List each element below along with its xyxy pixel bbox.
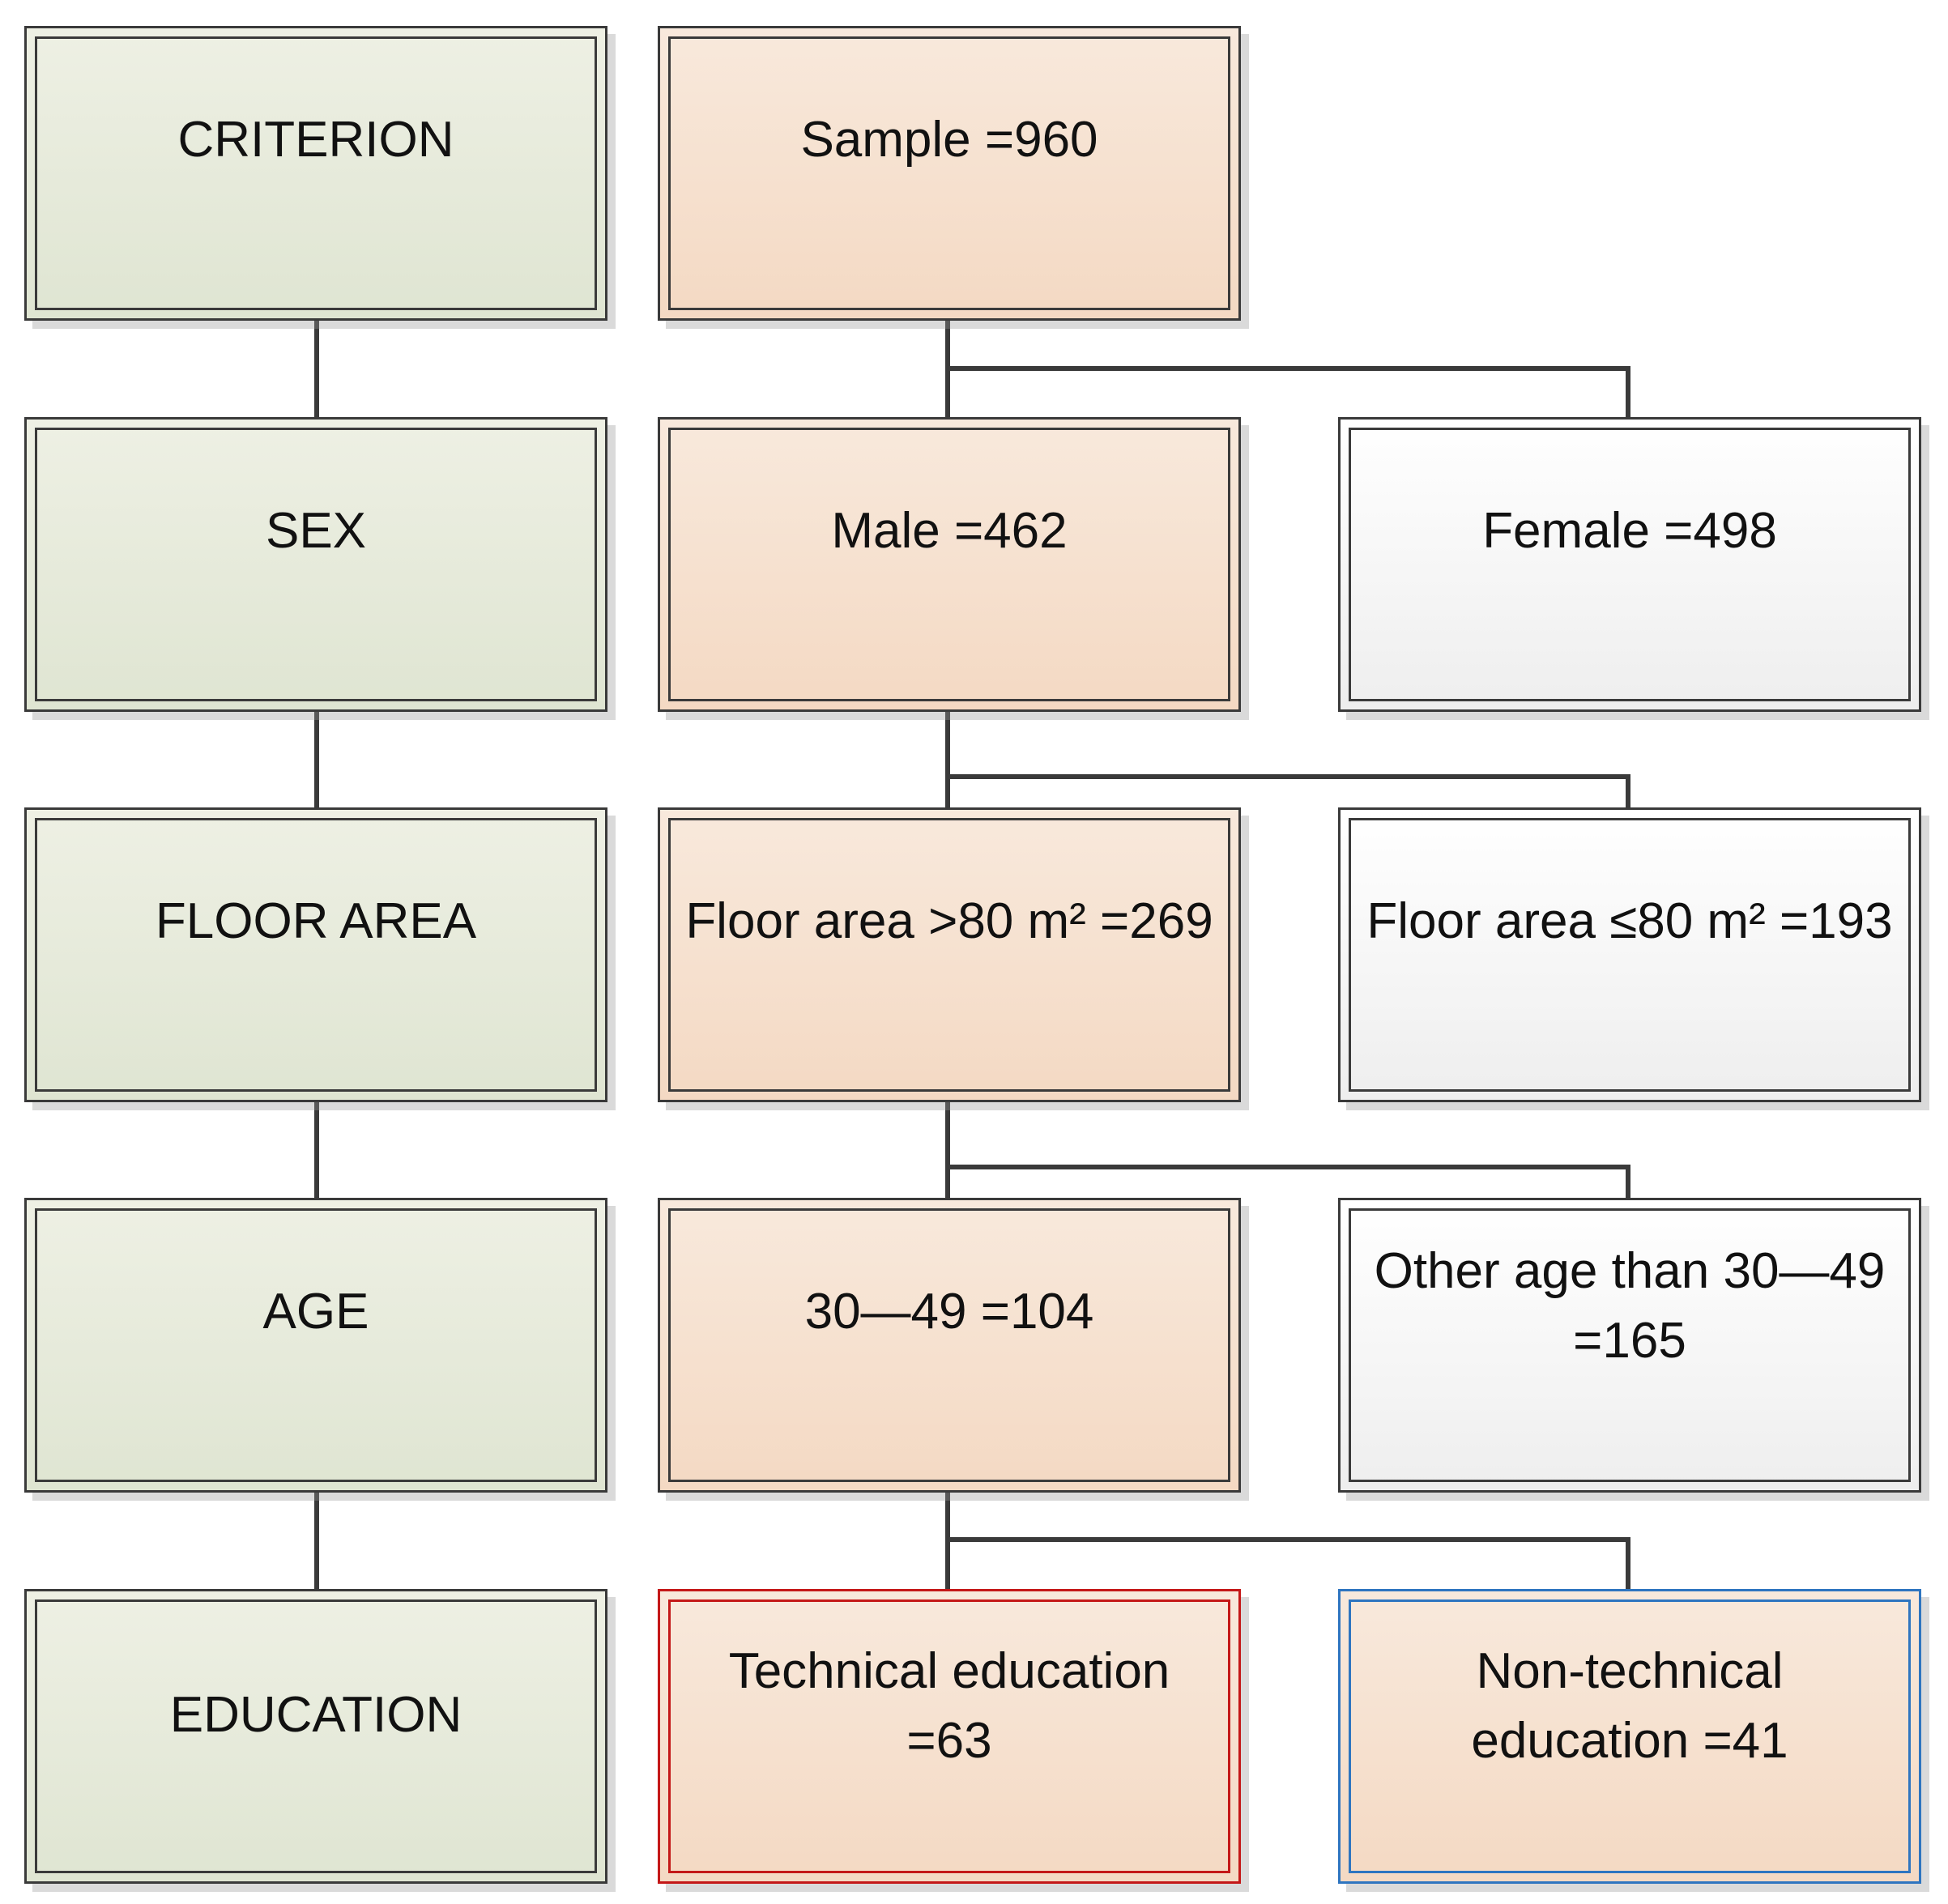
box-inner-frame: [35, 818, 597, 1092]
box-inner-frame: [35, 1599, 597, 1873]
box-inner-frame: [1349, 818, 1911, 1092]
criterion-header-box: CRITERION: [24, 26, 607, 321]
female-label: Female =498: [1482, 503, 1777, 559]
box-inner-frame: [668, 1599, 1230, 1873]
criterion-age-box: AGE: [24, 1198, 607, 1493]
non-technical-education-box: Non-technical education =41: [1338, 1589, 1921, 1884]
age-other-label: Other age than 30—49 =165: [1374, 1243, 1886, 1369]
connector-sex-floor-area: [314, 711, 319, 807]
connector-floor-down: [945, 1101, 950, 1198]
connector-sample-female: [1626, 366, 1630, 417]
non-technical-education-label: Non-technical education =41: [1471, 1643, 1788, 1769]
age-30-49-box: 30—49 =104: [658, 1198, 1241, 1493]
box-inner-frame: [668, 36, 1230, 310]
age-other-box: Other age than 30—49 =165: [1338, 1198, 1921, 1493]
connector-criterion-sex: [314, 321, 319, 417]
criterion-header-label: CRITERION: [177, 112, 454, 168]
criterion-sex-label: SEX: [265, 503, 367, 559]
connector-floor-area-age: [314, 1101, 319, 1198]
criterion-floor-area-box: FLOOR AREA: [24, 807, 607, 1102]
box-inner-frame: [668, 428, 1230, 701]
criterion-education-box: EDUCATION: [24, 1589, 607, 1884]
criterion-education-label: EDUCATION: [169, 1687, 462, 1743]
connector-male-branch: [945, 774, 1630, 779]
technical-education-label: Technical education =63: [728, 1643, 1170, 1769]
connector-floor-age-other: [1626, 1165, 1630, 1198]
connector-floor-branch: [945, 1165, 1630, 1169]
connector-age-non-technical: [1626, 1537, 1630, 1589]
box-inner-frame: [35, 36, 597, 310]
female-box: Female =498: [1338, 417, 1921, 712]
age-30-49-label: 30—49 =104: [804, 1284, 1094, 1340]
box-inner-frame: [1349, 1599, 1911, 1873]
connector-sample-branch: [945, 366, 1630, 371]
floor-area-large-label: Floor area >80 m² =269: [685, 893, 1213, 949]
connector-age-branch: [945, 1537, 1630, 1542]
box-inner-frame: [668, 1208, 1230, 1482]
connector-male-down: [945, 711, 950, 807]
floor-area-large-box: Floor area >80 m² =269: [658, 807, 1241, 1102]
criterion-age-label: AGE: [262, 1284, 369, 1340]
floor-area-small-box: Floor area ≤80 m² =193: [1338, 807, 1921, 1102]
connector-male-floor-other: [1626, 774, 1630, 807]
box-inner-frame: [668, 818, 1230, 1092]
floor-area-small-label: Floor area ≤80 m² =193: [1366, 893, 1893, 949]
box-inner-frame: [35, 1208, 597, 1482]
sample-box: Sample =960: [658, 26, 1241, 321]
criterion-sex-box: SEX: [24, 417, 607, 712]
connector-age-education: [314, 1493, 319, 1589]
box-inner-frame: [1349, 428, 1911, 701]
male-box: Male =462: [658, 417, 1241, 712]
technical-education-box: Technical education =63: [658, 1589, 1241, 1884]
male-label: Male =462: [831, 503, 1068, 559]
box-inner-frame: [1349, 1208, 1911, 1482]
criterion-floor-area-label: FLOOR AREA: [155, 893, 477, 949]
box-inner-frame: [35, 428, 597, 701]
sample-label: Sample =960: [800, 112, 1098, 168]
